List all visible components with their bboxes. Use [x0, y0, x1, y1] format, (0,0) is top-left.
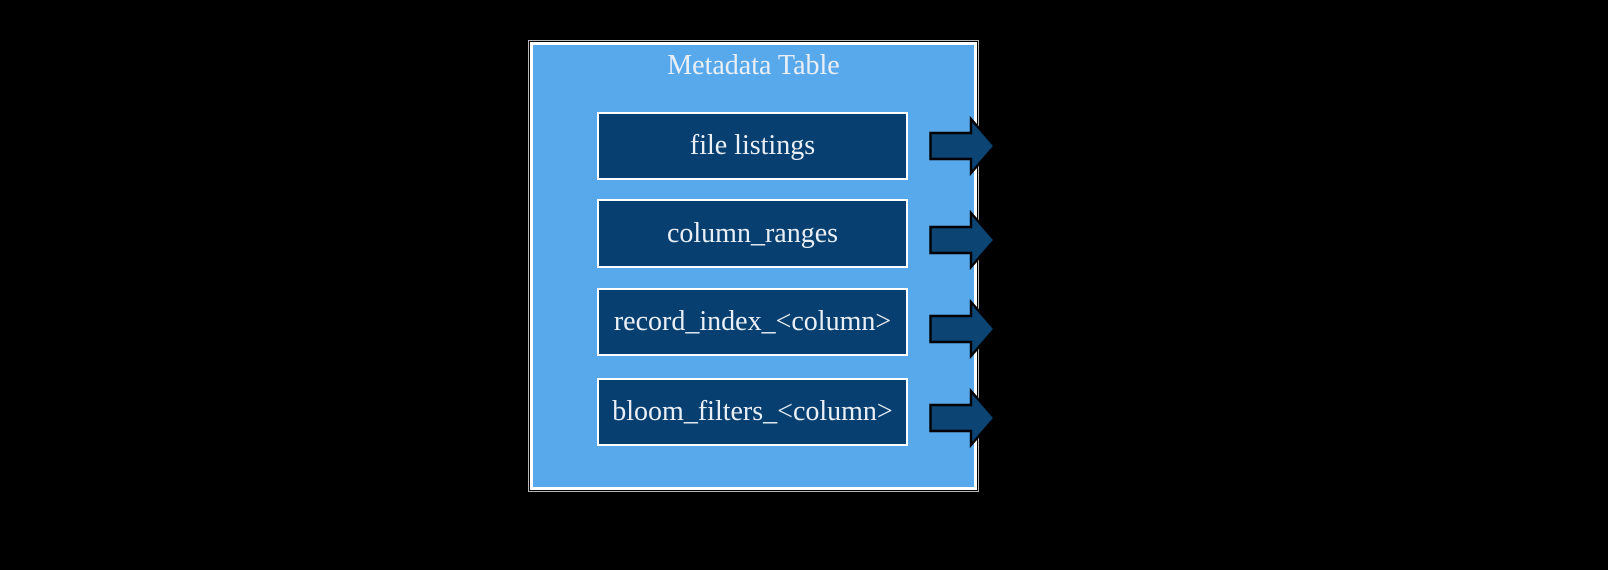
right-arrow-icon-column-ranges [929, 209, 997, 270]
partition-box-column-ranges: column_ranges [597, 199, 908, 268]
partition-box-bloom-filters: bloom_filters_<column> [597, 378, 908, 446]
metadata-table-title: Metadata Table [667, 50, 840, 81]
right-arrow-icon-file-listings [929, 115, 997, 176]
right-arrow-icon-record-index [929, 298, 997, 359]
partition-box-file-listings: file listings [597, 112, 908, 180]
partition-box-record-index: record_index_<column> [597, 288, 908, 356]
right-arrow-icon-bloom-filters [929, 387, 997, 448]
